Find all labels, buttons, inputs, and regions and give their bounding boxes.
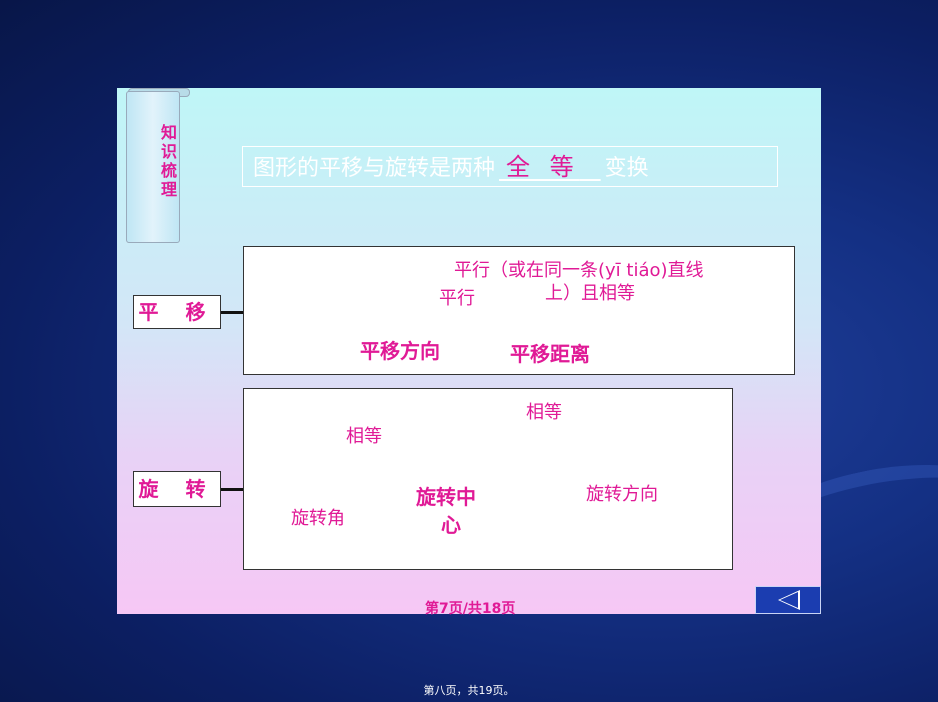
rotation-label: 旋 转 <box>133 471 221 507</box>
rotation-equal-1: 相等 <box>526 402 562 423</box>
rotation-box <box>243 388 733 570</box>
left-triangle-fill <box>780 592 798 608</box>
title-answer: 全 等 <box>506 153 580 181</box>
slide-title: 图形的平移与旋转是两种 全 等 变换 <box>242 146 778 187</box>
translation-box <box>243 246 795 375</box>
rotation-equal-2: 相等 <box>346 426 382 447</box>
knowledge-scroll: 知识梳理 <box>126 91 180 243</box>
bottom-page-note: 第八页，共19页。 <box>423 684 515 697</box>
scroll-label: 知识梳理 <box>158 124 177 200</box>
rotation-angle: 旋转角 <box>291 508 345 529</box>
translation-connector <box>221 311 243 314</box>
slide-canvas: 知识梳理 图形的平移与旋转是两种 全 等 变换 平 移 平行（或在同一条(yī … <box>117 88 821 617</box>
translation-label: 平 移 <box>133 295 221 329</box>
page-counter: 第7页/共18页 <box>425 601 516 617</box>
rotation-direction: 旋转方向 <box>586 484 658 505</box>
rotation-connector <box>221 488 243 491</box>
rotation-center-1: 旋转中 <box>416 485 476 509</box>
translation-distance: 平移距离 <box>510 342 590 366</box>
translation-parallel: 平行 <box>439 288 475 309</box>
title-blank: 全 等 <box>495 147 605 189</box>
rotation-center-2: 心 <box>441 513 461 537</box>
prev-slide-button[interactable] <box>755 586 821 614</box>
translation-direction: 平移方向 <box>360 339 440 363</box>
translation-parallel-note-2: 上）且相等 <box>545 283 635 304</box>
title-prefix: 图形的平移与旋转是两种 <box>253 156 496 181</box>
translation-parallel-note-1: 平行（或在同一条(yī tiáo)直线 <box>454 260 704 281</box>
title-suffix: 变换 <box>604 156 649 181</box>
